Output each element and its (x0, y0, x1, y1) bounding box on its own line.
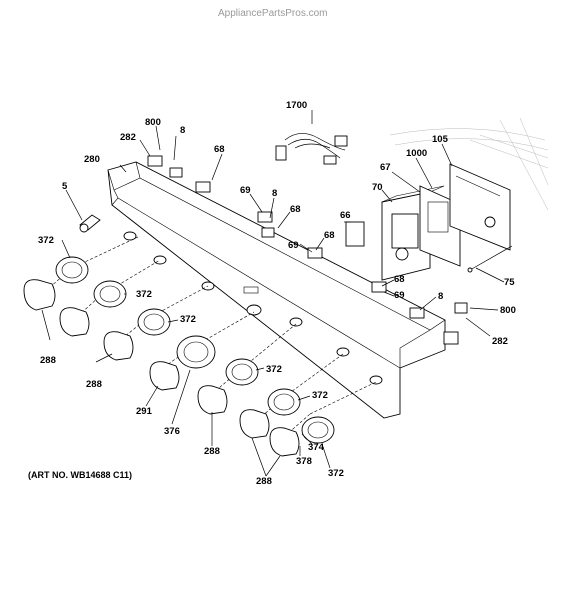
callout-68-mid: 68 (290, 204, 301, 215)
callout-labels: 1700 800 8 282 280 68 105 1000 67 70 5 6… (38, 100, 516, 487)
callout-372-c: 372 (180, 314, 196, 325)
callout-288-d: 288 (256, 476, 272, 487)
part-70-control-board (345, 185, 445, 281)
callout-1700: 1700 (286, 100, 307, 111)
callout-68-lower: 68 (324, 230, 335, 241)
callout-372-e: 372 (312, 390, 328, 401)
callout-372-f: 372 (328, 468, 344, 479)
callout-105: 105 (432, 134, 449, 145)
callout-66: 66 (340, 210, 351, 221)
callout-8-mid: 8 (272, 188, 277, 199)
part-75-rod (467, 245, 513, 273)
bezels (55, 256, 335, 444)
callout-376: 376 (164, 426, 180, 437)
callout-282-top: 282 (120, 132, 136, 143)
callout-374: 374 (308, 442, 325, 453)
rear-hatch (389, 117, 549, 211)
callout-282-right: 282 (492, 336, 508, 347)
callout-67: 67 (380, 162, 391, 173)
callout-288-c: 288 (204, 446, 220, 457)
callout-372-a: 372 (38, 235, 54, 246)
callout-372-d: 372 (266, 364, 282, 375)
callout-378: 378 (296, 456, 312, 467)
control-panel (107, 161, 446, 419)
callout-75: 75 (504, 277, 515, 288)
callout-1000: 1000 (406, 148, 427, 159)
callout-69-right: 69 (394, 290, 405, 301)
knobs (23, 279, 300, 457)
callout-288-b: 288 (86, 379, 102, 390)
leader-lines (41, 110, 505, 477)
part-105-panel (449, 163, 511, 251)
callout-69-upper: 69 (240, 185, 251, 196)
callout-68-top: 68 (214, 144, 225, 155)
part-1700-harness (275, 133, 348, 165)
callout-69-mid: 69 (288, 240, 299, 251)
part-5-switch (79, 214, 101, 233)
callout-68-right: 68 (394, 274, 405, 285)
callout-5: 5 (62, 181, 68, 192)
small-brackets-top (147, 155, 468, 345)
callout-8-top: 8 (180, 125, 185, 136)
callout-70: 70 (372, 182, 383, 193)
watermark: AppliancePartsPros.com (218, 8, 328, 19)
callout-372-b: 372 (136, 289, 152, 300)
callout-288-a: 288 (40, 355, 56, 366)
callout-8-right: 8 (438, 291, 443, 302)
callout-291: 291 (136, 406, 153, 417)
callout-800-right: 800 (500, 305, 516, 316)
callout-800-top: 800 (145, 117, 161, 128)
art-number: (ART NO. WB14688 C11) (28, 470, 132, 480)
callout-280: 280 (84, 154, 100, 165)
